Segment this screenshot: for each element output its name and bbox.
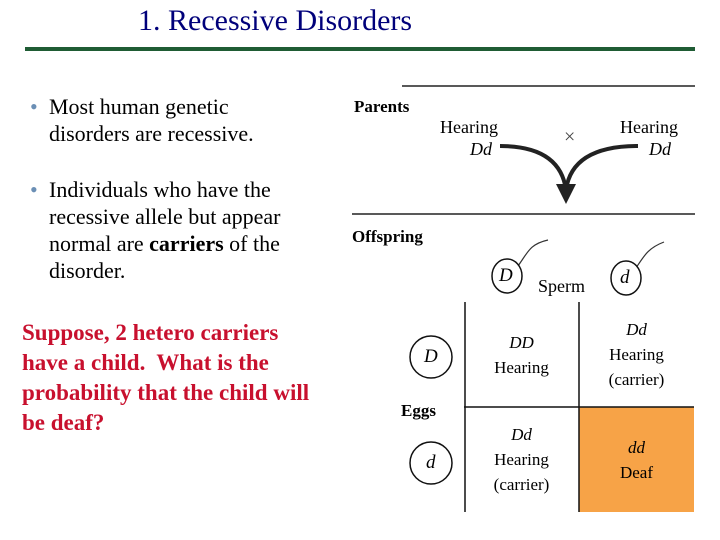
punnett-cell-dd: dd Deaf xyxy=(579,407,694,512)
parent-1-genotype: Dd xyxy=(469,139,492,159)
cell-genotype: dd xyxy=(628,437,645,457)
parent-2-genotype: Dd xyxy=(648,139,671,159)
parent-1: Hearing Dd xyxy=(440,116,498,160)
egg-allele-d: d xyxy=(426,452,436,473)
title-divider xyxy=(25,47,695,51)
punnett-cell-Dd-bottom: Dd Hearing (carrier) xyxy=(464,407,579,512)
parent-2-phenotype: Hearing xyxy=(620,117,678,137)
parent-2: Hearing Dd xyxy=(620,116,678,160)
cell-phenotype: Hearing xyxy=(494,357,549,377)
cell-phenotype: Hearing xyxy=(609,345,664,364)
bullet-dot-icon: • xyxy=(30,177,38,202)
bullet-dot-icon: • xyxy=(30,94,38,119)
cell-phenotype: Deaf xyxy=(619,462,654,482)
cell-genotype: Dd xyxy=(626,320,647,339)
bullet-1-text: Most human genetic disorders are recessi… xyxy=(49,94,254,146)
parent-1-phenotype: Hearing xyxy=(440,117,498,137)
punnett-cell-DD: DD Hearing xyxy=(464,302,579,407)
sperm-allele-D: D xyxy=(499,265,513,286)
cell-genotype: Dd xyxy=(511,425,532,444)
parents-label: Parents xyxy=(354,97,410,116)
sperm-label: Sperm xyxy=(538,276,585,296)
eggs-label: Eggs xyxy=(401,401,436,420)
cell-genotype: DD xyxy=(509,332,534,352)
cell-note: (carrier) xyxy=(493,475,550,494)
cell-phenotype: Hearing xyxy=(494,450,549,469)
punnett-square: DD Hearing Dd Hearing (carrier) Dd Heari… xyxy=(464,302,694,512)
question-text: Suppose, 2 hetero carriers have a child.… xyxy=(22,320,310,435)
offspring-label: Offspring xyxy=(352,227,423,246)
bullet-2-text: Individuals who have the recessive allel… xyxy=(49,177,281,283)
affected-cell-highlight xyxy=(579,407,694,512)
cell-note: (carrier) xyxy=(608,370,665,389)
cross-symbol: × xyxy=(564,126,576,148)
punnett-grid xyxy=(464,302,694,512)
punnett-cell-Dd-top: Dd Hearing (carrier) xyxy=(579,302,694,407)
sperm-allele-d: d xyxy=(620,267,630,288)
slide-title: 1. Recessive Disorders xyxy=(138,4,413,37)
egg-allele-D: D xyxy=(424,346,438,367)
